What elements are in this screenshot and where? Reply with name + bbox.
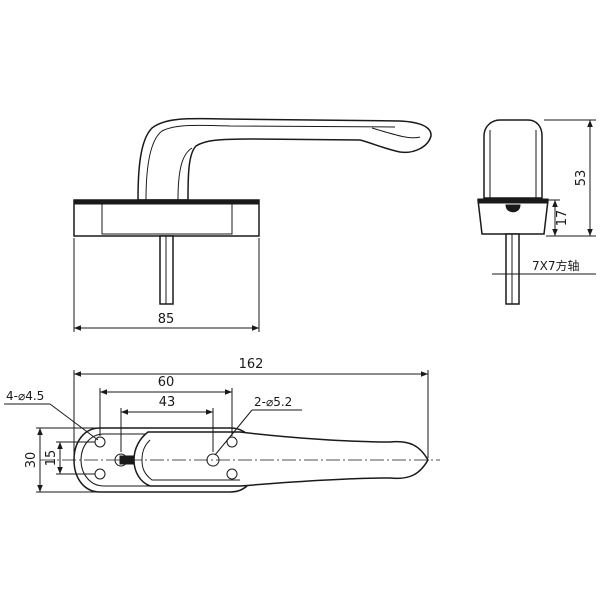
- dim-side-total: 53: [574, 170, 589, 187]
- dim-front-width: 85: [158, 312, 175, 327]
- mount-hole-br: [226, 468, 238, 480]
- dim-side-base: 17: [555, 210, 570, 227]
- side-lever: [483, 119, 543, 199]
- dim-hole-pitch: 15: [44, 450, 59, 467]
- dim-hole-outer: 60: [158, 375, 175, 390]
- spindle-label: 7X7方轴: [532, 258, 580, 273]
- front-rose: [73, 199, 260, 237]
- screw-hole-right: [206, 453, 220, 467]
- dim-hole-inner: 43: [159, 395, 176, 410]
- dim-plan-width: 30: [24, 452, 39, 469]
- mount-hole-tr: [226, 436, 238, 448]
- dim-plan-length: 162: [239, 357, 264, 372]
- plan-lever: [133, 431, 429, 487]
- front-view: 85: [73, 117, 432, 332]
- front-lever: [137, 117, 432, 201]
- side-view: 53 17 7X7方轴: [477, 119, 596, 305]
- screw-hole-label: 2-⌀5.2: [254, 395, 292, 409]
- plan-view: 4-⌀4.5 2-⌀5.2 162 60 43 30 15: [4, 357, 440, 493]
- mount-hole-label: 4-⌀4.5: [6, 389, 44, 403]
